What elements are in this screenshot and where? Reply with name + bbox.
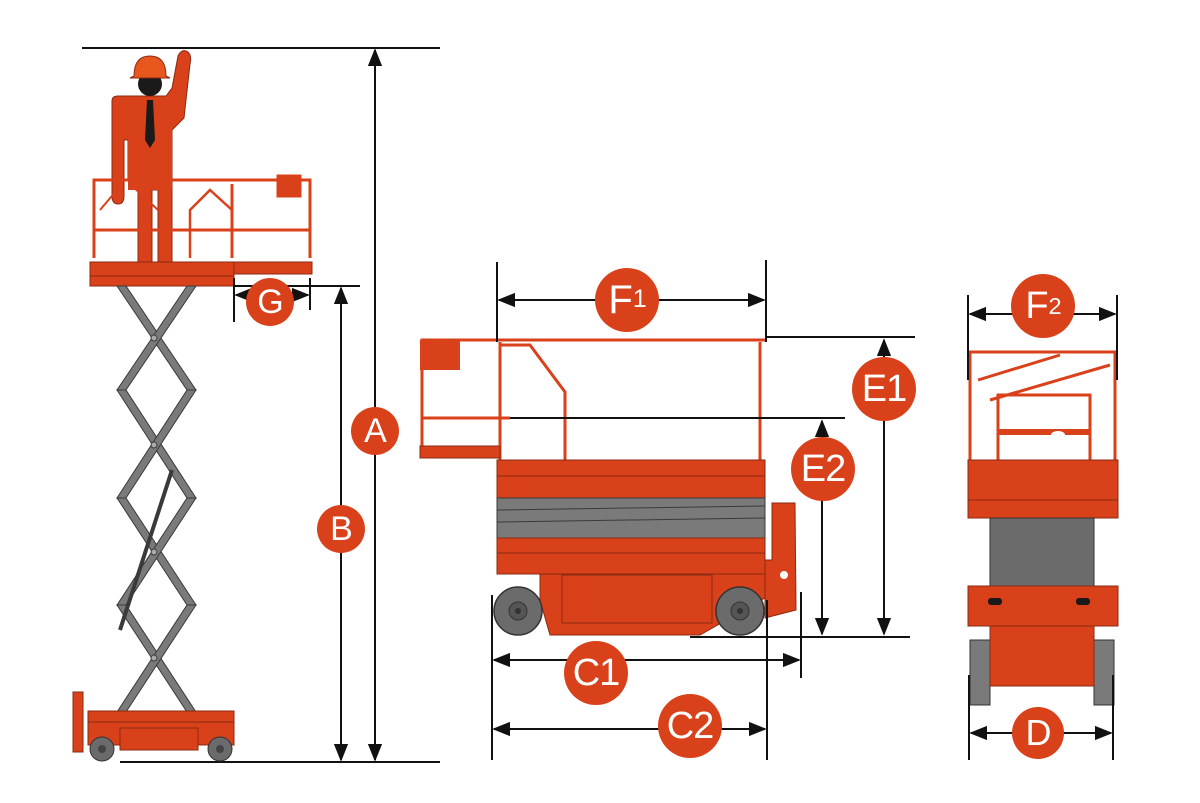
extension-deck (233, 261, 313, 275)
side-view-stowed (419, 260, 915, 760)
front-view-stowed (967, 295, 1119, 760)
dimension-badge-c1: C1 (564, 641, 628, 705)
dimension-badge-d: D (1012, 707, 1064, 759)
raised-platform (92, 174, 312, 258)
operator-figure (111, 50, 192, 273)
necktie (145, 100, 155, 148)
dimension-badge-g: G (246, 278, 294, 326)
dimension-badge-c2: C2 (658, 694, 722, 758)
side-view-raised (72, 47, 440, 763)
dimension-badge-a: A (351, 407, 399, 455)
hard-hat-icon (129, 55, 171, 79)
scissor-arms (116, 285, 197, 713)
left-wheel-icon (969, 639, 991, 706)
right-wheel-icon (1093, 639, 1115, 706)
dimension-badge-e2: E2 (791, 437, 855, 501)
chassis-raised (72, 691, 235, 762)
dimension-badge-b: B (317, 505, 365, 553)
dimension-badge-e1: E1 (852, 357, 916, 421)
